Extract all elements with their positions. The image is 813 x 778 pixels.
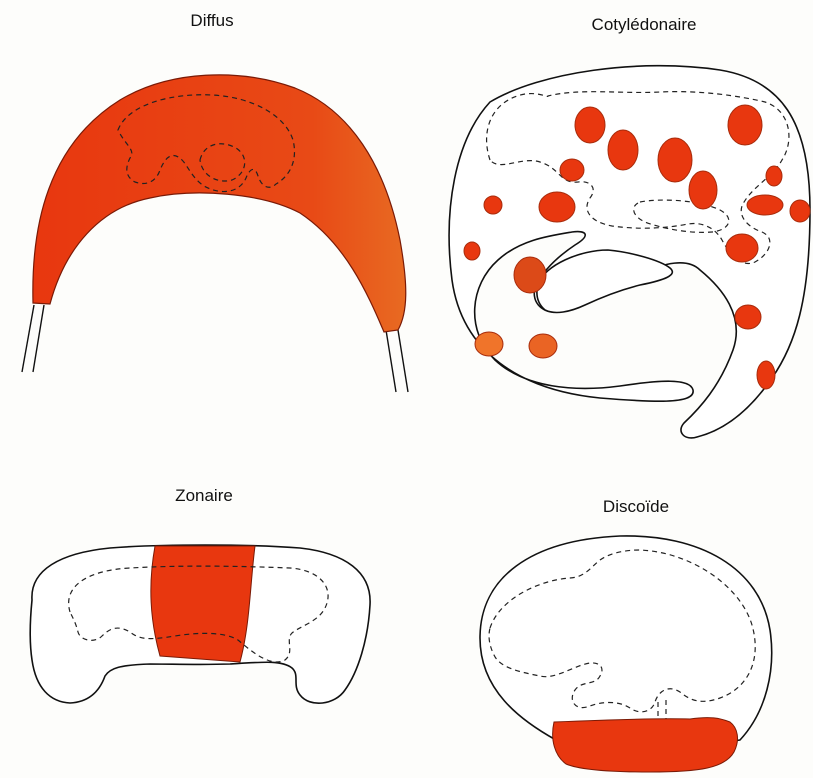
cotyledon xyxy=(484,196,502,214)
cotyledon xyxy=(735,305,761,329)
cotyledon xyxy=(514,257,546,293)
cotyledon xyxy=(757,361,775,389)
discoide-placenta-disc xyxy=(553,718,738,772)
diffus-left-stalk-outer xyxy=(22,305,34,372)
diffus-right-stalk-inner xyxy=(398,330,408,392)
cotyledon xyxy=(790,200,810,222)
diffus-right-stalk-outer xyxy=(386,330,396,392)
cotyledon xyxy=(747,195,783,215)
cotyledon xyxy=(766,166,782,186)
discoide-diagram xyxy=(480,536,772,772)
cotyledon xyxy=(689,171,717,209)
zonaire-placenta-band xyxy=(151,546,255,662)
cotyledon xyxy=(539,192,575,222)
cotyledon xyxy=(464,242,480,260)
diffus-left-stalk-inner xyxy=(33,305,44,372)
zonaire-diagram xyxy=(30,545,370,703)
discoide-chorion xyxy=(480,536,772,748)
cotyledon xyxy=(529,334,557,358)
cotyledon xyxy=(475,332,503,356)
cotyledon xyxy=(575,107,605,143)
cotyledonaire-diagram xyxy=(449,66,810,438)
cotyledon xyxy=(560,159,584,181)
cotyledon xyxy=(726,234,758,262)
cotyledon xyxy=(658,138,692,182)
diffus-diagram xyxy=(22,75,408,392)
cotyledon xyxy=(728,105,762,145)
cotyledon xyxy=(608,130,638,170)
diffus-placenta-band xyxy=(33,75,406,332)
